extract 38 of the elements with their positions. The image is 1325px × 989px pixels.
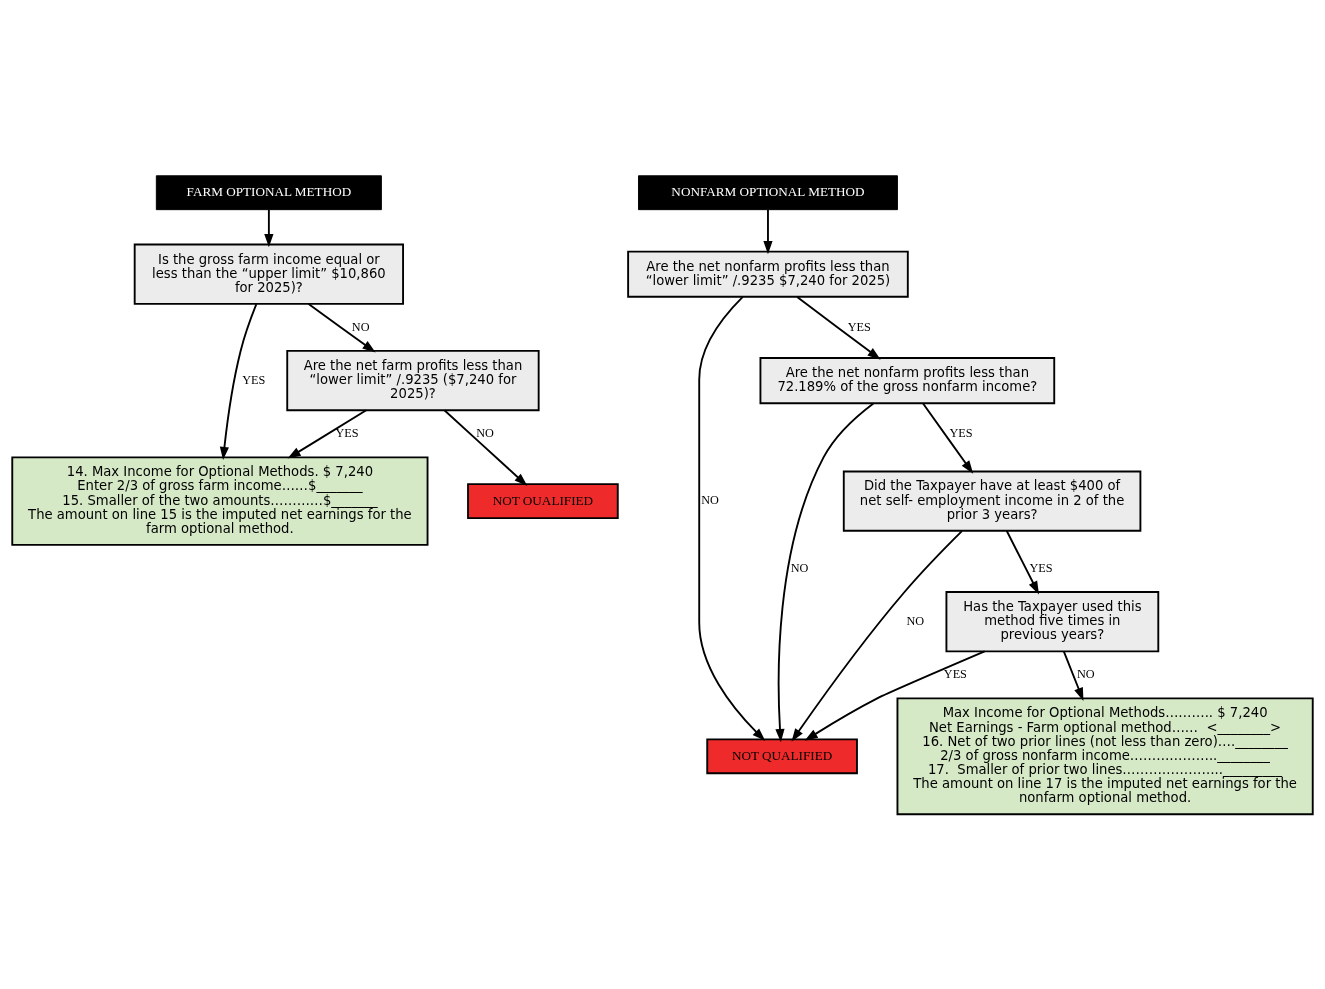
arrow — [307, 302, 376, 353]
node-box: Max Income for Optional Methods……….. $ 7,240 Net Earnings - Farm optional method…… <________> 16. Net of two prior lines (not less than zero)….________ 2/3 of gross nonfarm income………………..________ 17. Smaller of prior two lines………………….._________ The amount on line 17 is the imputed net earnings for the nonfarm optional method. — [896, 696, 1314, 815]
node-box: Has the Taxpayer used this method five times in previous years? — [945, 590, 1160, 652]
arrow — [791, 529, 963, 742]
node-box: FARM OPTIONAL METHOD — [155, 174, 382, 210]
arrow — [287, 408, 368, 459]
arrow — [775, 401, 875, 742]
node-box: NOT QUALIFIED — [706, 737, 858, 774]
node-box: Are the net farm profits less than “lower limit” /.9235 ($7,240 for 2025)? — [286, 349, 540, 411]
node-box: Are the net nonfarm profits less than “lower limit” /.9235 $7,240 for 2025) — [627, 250, 909, 298]
node-box: Did the Taxpayer have at least $400 of net self- employment income in 2 of the prior 3 years? — [842, 470, 1142, 532]
edge-label: YES — [949, 425, 973, 440]
arrow — [1062, 649, 1084, 701]
node-box: 14. Max Income for Optional Methods. $ 7,240 Enter 2/3 of gross farm income……$_______ 15. Smaller of the two amounts…………$_______ The amount on line 15 is the imputed net earnings for the farm optional method. — [11, 455, 429, 546]
node-box: NOT OUALIFIED — [467, 482, 619, 519]
edge-label: YES — [847, 319, 871, 334]
edge-label: NO — [790, 560, 809, 575]
arrow — [804, 649, 986, 741]
edge-label: YES — [242, 372, 266, 387]
edge-label: NO — [476, 425, 494, 440]
edge-label: NO — [906, 613, 925, 628]
node-box: Are the net nonfarm profits less than 72.189% of the gross nonfarm income? — [759, 356, 1056, 404]
arrow — [219, 302, 258, 460]
edge-label: YES — [1029, 560, 1053, 575]
node-box: Is the gross farm income equal or less than the “upper limit” $10,860 for 2025)? — [133, 243, 404, 305]
arrow — [796, 295, 881, 360]
arrow — [1005, 529, 1039, 594]
edge-label: NO — [701, 492, 719, 507]
arrow — [921, 401, 974, 474]
edge-label: YES — [943, 666, 967, 681]
arrow — [443, 408, 528, 486]
arrow — [763, 208, 773, 254]
arrow — [264, 208, 274, 247]
node-box: NONFARM OPTIONAL METHOD — [638, 174, 898, 210]
edge-label: NO — [1076, 666, 1095, 681]
edge-label: NO — [351, 319, 370, 334]
arrow — [698, 295, 766, 741]
edge-label: YES — [335, 425, 359, 440]
